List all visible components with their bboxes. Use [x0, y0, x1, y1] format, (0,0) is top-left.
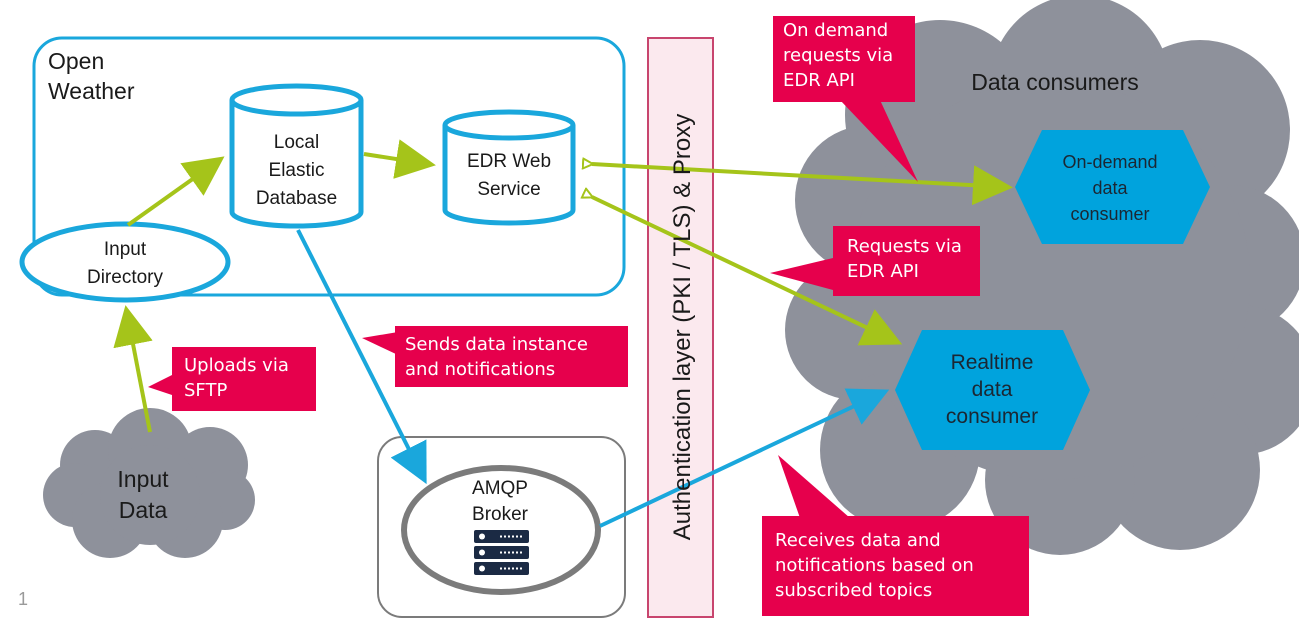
on-demand-consumer-hexagon — [1015, 130, 1210, 244]
server-icon — [474, 530, 529, 575]
callout-tail-sends — [362, 332, 398, 355]
db-label: Local Elastic Database — [255, 132, 338, 209]
realtime-consumer-hexagon — [895, 330, 1090, 450]
callout-sends: Sends data instance and notifications — [395, 326, 628, 387]
callout-receives: Receives data and notifications based on… — [762, 516, 1029, 616]
callout-tail-uploads — [148, 375, 172, 395]
callout-on-demand: On demand requests via EDR API — [773, 16, 915, 102]
auth-layer-label: Authentication layer (PKI / TLS) & Proxy — [669, 114, 696, 540]
amqp-box — [377, 436, 626, 618]
callout-tail-receives — [778, 455, 850, 518]
callout-requests: Requests via EDR API — [833, 226, 980, 296]
input-data-label: Input Data — [117, 466, 169, 523]
amqp-label: AMQP Broker — [472, 478, 528, 525]
input-directory-ellipse — [19, 221, 231, 303]
callout-tail-requests — [770, 258, 833, 290]
callout-uploads: Uploads via SFTP — [172, 347, 316, 411]
page-number: 1 — [18, 589, 29, 609]
realtime-consumer-label: Realtime data consumer — [945, 351, 1039, 428]
arrow-edr-realtime — [592, 197, 895, 341]
input-data-cloud — [43, 408, 255, 558]
arrow-dir-to-db — [126, 156, 225, 227]
arrow-upload — [113, 305, 153, 433]
arrow-amqp-to-realtime — [599, 388, 890, 528]
edr-label: EDR Web Service — [466, 151, 552, 200]
arrow-db-to-amqp — [296, 229, 427, 485]
data-consumers-label: Data consumers — [971, 69, 1139, 95]
edr-web-service-cylinder — [442, 109, 576, 226]
on-demand-consumer-label: On-demand data consumer — [1062, 152, 1158, 224]
arrow-db-to-edr — [363, 139, 436, 179]
input-directory-label: Input Directory — [86, 239, 163, 288]
local-elastic-db-cylinder — [229, 83, 364, 229]
callout-tail-on-demand — [840, 100, 918, 182]
arrow-edr-on-demand — [592, 164, 1005, 187]
open-weather-title: Open Weather — [48, 48, 135, 104]
